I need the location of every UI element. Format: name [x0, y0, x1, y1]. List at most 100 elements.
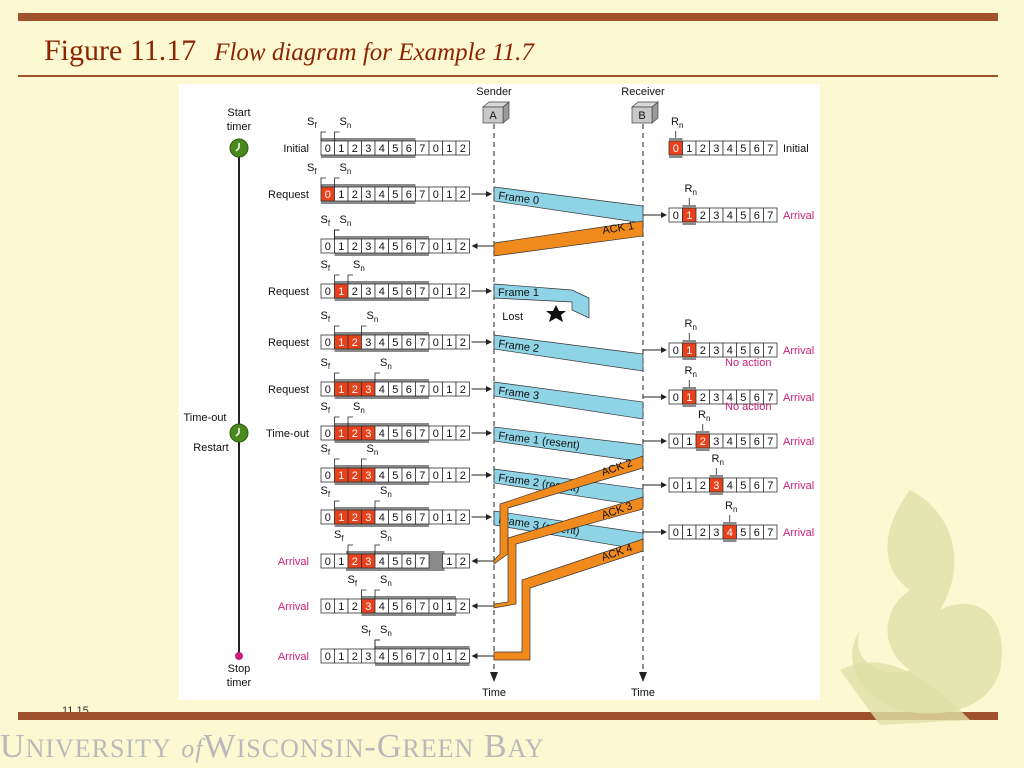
receiver-seq-number: 6 [754, 527, 760, 539]
sender-window-top [334, 332, 429, 335]
sender-seq-number: 1 [446, 428, 452, 440]
sender-seq-number: 4 [379, 189, 385, 201]
top-rule [18, 13, 998, 21]
receiver-seq-number: 5 [740, 345, 746, 357]
sender-send-arrowhead [486, 339, 492, 345]
sn-label: Sn [380, 485, 392, 499]
sender-label: Sender [476, 86, 512, 98]
receiver-delivery-arrowhead [661, 394, 667, 400]
frame-label: Frame 0 [498, 190, 540, 207]
rn-window-top [682, 387, 696, 390]
receiver-event-label: Initial [783, 143, 809, 155]
sender-receive-arrowhead [471, 558, 478, 564]
sender-seq-number: 5 [392, 384, 398, 396]
sender-seq-number: 5 [392, 651, 398, 663]
sender-seq-number: 3 [365, 651, 371, 663]
sender-window-top [321, 138, 416, 141]
receiver-seq-number: 6 [754, 345, 760, 357]
sender-seq-number: 0 [433, 143, 439, 155]
rn-window-bottom [682, 222, 696, 225]
sn-pointer [374, 372, 380, 382]
sf-label: Sf [321, 310, 331, 324]
sn-label: Sn [340, 162, 352, 176]
sender-seq-number: 3 [365, 512, 371, 524]
sn-pointer [374, 639, 380, 649]
sender-seq-number: 2 [460, 556, 466, 568]
receiver-seq-number: 7 [767, 480, 773, 492]
frame-band [493, 334, 644, 372]
sender-event-label: Request [268, 337, 309, 349]
sender-window-top [375, 646, 470, 649]
sender-seq-number: 4 [379, 384, 385, 396]
footer-word-wisconsin: WISCONSIN [203, 728, 365, 765]
sender-seq-number: 7 [419, 143, 425, 155]
sender-receive-arrowhead [471, 243, 478, 249]
sender-window-bottom [375, 663, 470, 666]
sn-pointer [347, 274, 353, 284]
sender-seq-number: 4 [379, 428, 385, 440]
bottom-rule [18, 712, 998, 720]
receiver-seq-number: 2 [700, 210, 706, 222]
sn-pointer [347, 416, 353, 426]
sender-seq-number: 0 [433, 241, 439, 253]
sender-seq-number: 2 [352, 143, 358, 155]
receiver-seq-number: 3 [713, 527, 719, 539]
sender-seq-number: 2 [352, 428, 358, 440]
sender-seq-number: 2 [352, 470, 358, 482]
sender-seq-number: 1 [338, 337, 344, 349]
ack-label: ACK 1 [602, 220, 635, 237]
receiver-seq-number: 3 [713, 436, 719, 448]
footer-word-of: of [181, 734, 204, 763]
sender-seq-number: 6 [406, 241, 412, 253]
sender-box-letter: A [489, 110, 497, 122]
sender-receive-arrowhead [471, 653, 478, 659]
sender-seq-number: 3 [365, 241, 371, 253]
receiver-seq-number: 6 [754, 392, 760, 404]
sender-seq-number: 0 [433, 286, 439, 298]
phoenix-watermark [840, 490, 1002, 725]
receiver-box [631, 106, 653, 124]
receiver-box-letter: B [638, 110, 645, 122]
receiver-seq-number: 2 [700, 143, 706, 155]
sn-label: Sn [380, 357, 392, 371]
sender-seq-number: 1 [338, 428, 344, 440]
receiver-seq-number: 4 [727, 345, 733, 357]
sf-label: Sf [321, 357, 331, 371]
timer-start-label-1: Start [227, 107, 250, 119]
receiver-seq-cell [763, 433, 778, 449]
receiver-seq-cell [763, 389, 778, 405]
rn-window-top [723, 522, 737, 525]
sender-send-arrowhead [486, 430, 492, 436]
receiver-seq-number: 2 [700, 527, 706, 539]
sender-seq-number: 4 [379, 470, 385, 482]
sender-window-bottom [334, 440, 429, 443]
sender-seq-number: 0 [325, 384, 331, 396]
sender-seq-number: 5 [392, 241, 398, 253]
rn-window-bottom [669, 155, 683, 158]
sender-seq-number: 7 [419, 241, 425, 253]
sender-send-arrowhead [486, 386, 492, 392]
sender-seq-number: 7 [419, 286, 425, 298]
receiver-seq-number: 0 [673, 392, 679, 404]
sender-event-label: Arrival [278, 601, 309, 613]
sender-seq-number: 1 [338, 556, 344, 568]
receiver-seq-number: 3 [713, 143, 719, 155]
sender-seq-number: 2 [352, 241, 358, 253]
sender-seq-number: 0 [433, 337, 439, 349]
rn-label: Rn [685, 183, 697, 197]
sf-label: Sf [321, 401, 331, 415]
sender-seq-number: 5 [392, 512, 398, 524]
sn-pointer [374, 544, 380, 554]
sender-seq-number: 0 [325, 286, 331, 298]
sender-seq-number: 1 [446, 601, 452, 613]
sender-seq-number: 4 [379, 286, 385, 298]
sn-pointer [374, 589, 380, 599]
sender-seq-number: 6 [406, 651, 412, 663]
sf-pointer [320, 131, 326, 141]
sender-window-top [334, 507, 429, 510]
sender-seq-number: 5 [392, 143, 398, 155]
sender-seq-number: 7 [419, 337, 425, 349]
lost-label: Lost [502, 311, 523, 323]
receiver-seq-number: 7 [767, 436, 773, 448]
receiver-event-label: Arrival [783, 392, 814, 404]
